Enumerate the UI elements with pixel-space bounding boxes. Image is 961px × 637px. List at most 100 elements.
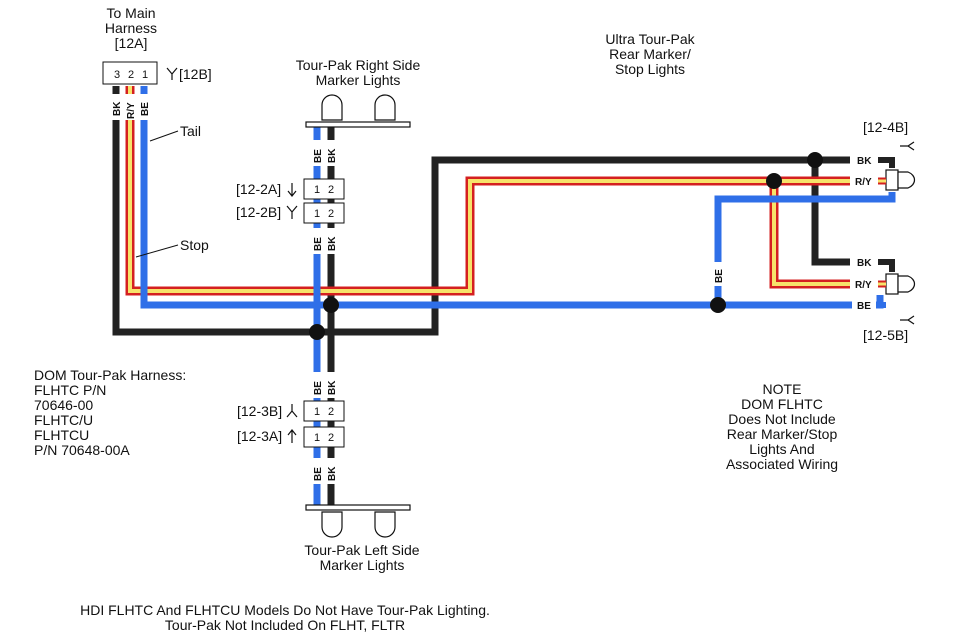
blue-main-wire	[140, 86, 884, 309]
ultra-title: Ultra Tour-Pak Rear Marker/ Stop Lights	[580, 32, 720, 77]
right-marker-lamps	[305, 94, 411, 128]
left-lower-wire-codes: BE BK	[310, 458, 338, 484]
blue-branch-wire	[714, 192, 896, 305]
c123b-pin-1: 1	[314, 406, 320, 418]
ry-branch-wire-yellow	[772, 181, 850, 286]
harness-info-line: FLHTC P/N	[34, 382, 107, 398]
left-upper-wire-codes: BE BK	[310, 372, 338, 398]
note-line: Rear Marker/Stop	[726, 426, 838, 442]
ultra-vertical-code-be: BE	[714, 269, 725, 283]
receptacle-symbol-icon	[286, 404, 298, 418]
c122b-pin-1: 1	[314, 208, 320, 220]
receptacle-symbol-icon	[166, 67, 178, 80]
upper-bulb-icon	[897, 171, 916, 189]
main-pin-1: 1	[142, 69, 148, 81]
right-lower-code-be: BE	[313, 237, 324, 251]
ultra-upper-code-bk: BK	[857, 156, 872, 167]
footer-line: Tour-Pak Not Included On FLHT, FLTR	[164, 617, 406, 633]
right-upper-code-be: BE	[313, 149, 324, 163]
footer-note: HDI FLHTC And FLHTCU Models Do Not Have …	[40, 603, 530, 633]
black-main-wire	[112, 86, 850, 336]
ultra-vertical-code: BE	[711, 262, 725, 286]
c123a-pin-1: 1	[314, 432, 320, 444]
left-upper-code-be: BE	[313, 381, 324, 395]
c123b-pin-2: 2	[328, 406, 334, 418]
plug-symbol-icon	[287, 429, 297, 443]
splices	[309, 152, 823, 340]
ultra-lower-code-ry: R/Y	[855, 280, 872, 291]
right-lamp-1-icon	[321, 94, 343, 121]
left-side-title-line: Marker Lights	[319, 557, 405, 573]
main-pin-3: 3	[114, 69, 120, 81]
ultra-title-line: Rear Marker/	[609, 46, 691, 62]
connector-12-2b-label: [12-2B]	[236, 204, 282, 220]
harness-info-line: DOM Tour-Pak Harness:	[34, 367, 187, 383]
main-pin-2: 2	[128, 69, 134, 81]
note-line: Does Not Include	[728, 411, 836, 427]
tail-label: Tail	[180, 123, 202, 139]
ultra-lower-code-bk: BK	[857, 258, 872, 269]
ry-main-wire-yellow	[128, 86, 850, 293]
ultra-title-line: Stop Lights	[614, 61, 686, 77]
connector-12-3b-label: [12-3B]	[237, 403, 283, 419]
note-line: NOTE	[762, 381, 802, 397]
lower-lamp-socket	[885, 273, 899, 295]
left-marker-lamps	[305, 504, 411, 538]
right-lamp-2-icon	[374, 94, 396, 121]
stop-leader-line	[135, 244, 179, 258]
harness-info-line: FLHTC/U	[34, 412, 94, 428]
main-harness-title: To Main Harness [12A]	[90, 6, 172, 51]
ultra-lower-lamp	[878, 259, 916, 325]
note-line: Lights And	[749, 441, 815, 457]
right-upper-wire-codes: BE BK	[310, 140, 338, 166]
right-side-title-line: Marker Lights	[315, 72, 401, 88]
right-lower-code-bk: BK	[327, 236, 338, 251]
connector-12-2: 1 2 1 2	[286, 178, 345, 224]
connector-12-2a-label: [12-2A]	[236, 181, 282, 197]
lower-bulb-icon	[897, 275, 916, 293]
note-line: DOM FLHTC	[741, 396, 823, 412]
splice-ry-upper	[766, 173, 782, 189]
receptacle-symbol-icon	[286, 205, 298, 219]
note-line: Associated Wiring	[725, 456, 839, 472]
ultra-lower-code-be: BE	[857, 301, 871, 312]
right-side-title: Tour-Pak Right Side Marker Lights	[268, 58, 448, 88]
harness-info: DOM Tour-Pak Harness: FLHTC P/N 70646-00…	[34, 368, 186, 458]
connector-12-5b-label: [12-5B]	[863, 327, 909, 343]
receptacle-symbol-icon	[900, 315, 915, 325]
harness-info-line: P/N 70648-00A	[34, 442, 130, 458]
splice-be-center	[309, 324, 325, 340]
black-branch-wire	[811, 160, 850, 266]
main-wire-codes: BK R/Y BE	[109, 94, 151, 120]
c122a-pin-1: 1	[314, 184, 320, 196]
stop-label: Stop	[180, 237, 209, 253]
left-side-title: Tour-Pak Left Side Marker Lights	[272, 543, 452, 573]
c123a-pin-2: 2	[328, 432, 334, 444]
main-code-be: BE	[140, 102, 151, 116]
connector-12-3: 1 2 1 2	[286, 400, 345, 448]
tail-leader-line	[149, 130, 179, 142]
splice-bk-upper	[807, 152, 823, 168]
upper-lamp-socket	[885, 169, 899, 191]
ultra-upper-lamp	[878, 141, 916, 191]
main-harness-title-line: [12A]	[114, 35, 148, 51]
left-lamp-1-icon	[321, 511, 343, 538]
receptacle-symbol-icon	[900, 141, 915, 151]
left-lower-code-be: BE	[313, 467, 324, 481]
connector-12b-label: [12B]	[179, 66, 212, 82]
left-lower-code-bk: BK	[327, 466, 338, 481]
right-upper-code-bk: BK	[327, 148, 338, 163]
main-harness-title-line: Harness	[104, 20, 158, 36]
splice-be-right	[710, 297, 726, 313]
connector-12-3a-label: [12-3A]	[237, 428, 283, 444]
ultra-upper-code-ry: R/Y	[855, 177, 872, 188]
plug-symbol-icon	[287, 183, 297, 197]
main-harness-connector: 3 2 1	[102, 61, 178, 85]
left-side-title-line: Tour-Pak Left Side	[304, 542, 420, 558]
red-yellow-wires	[125, 86, 850, 296]
harness-info-line: 70646-00	[34, 397, 94, 413]
main-code-bk: BK	[112, 101, 123, 116]
splice-bk-center	[323, 297, 339, 313]
c122a-pin-2: 2	[328, 184, 334, 196]
